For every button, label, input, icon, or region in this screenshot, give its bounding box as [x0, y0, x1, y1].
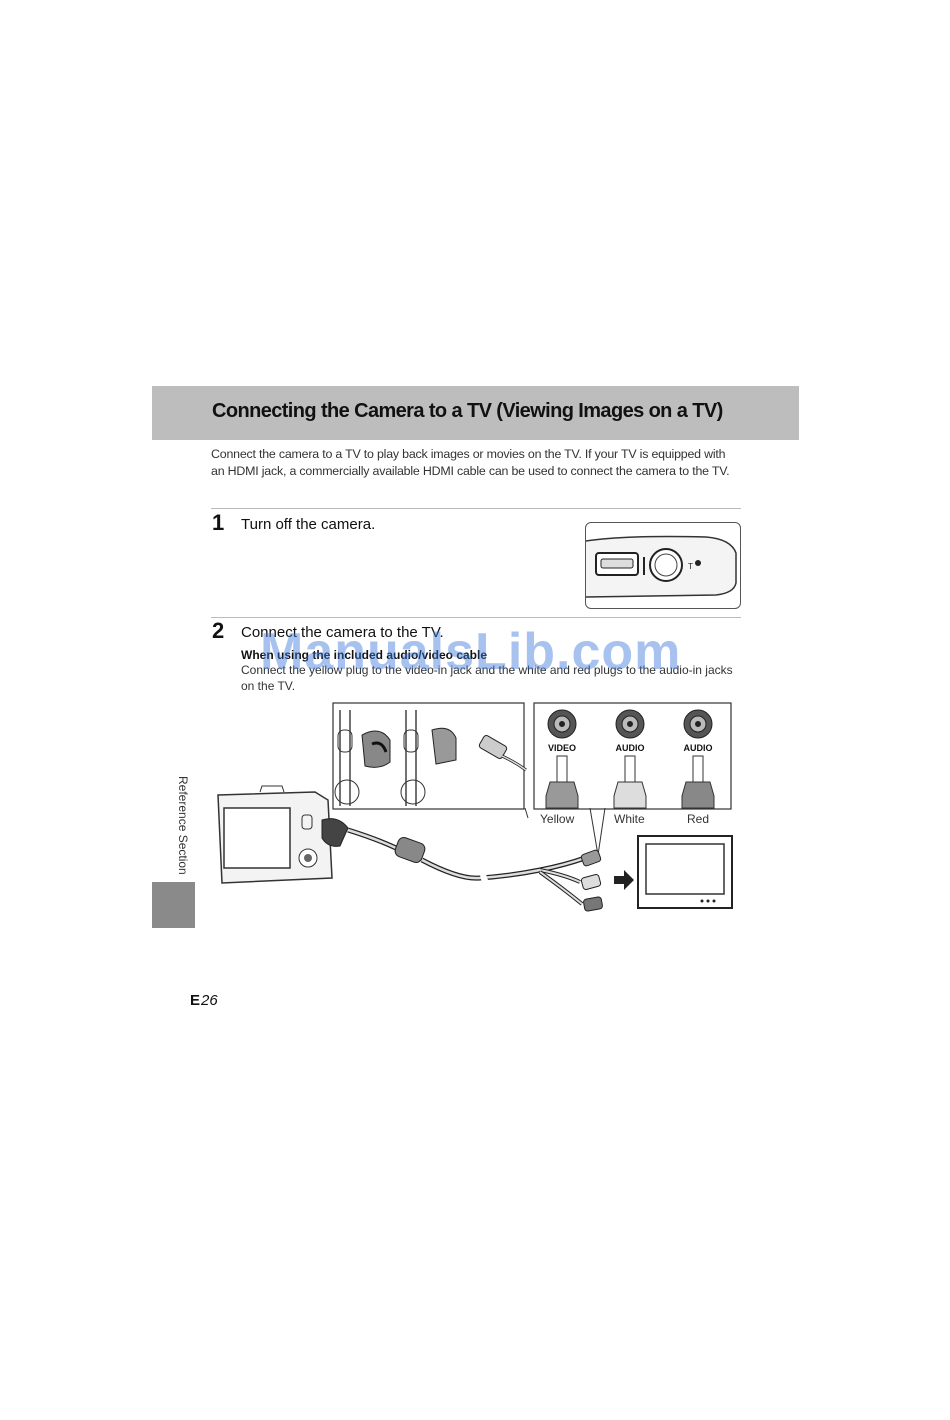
- jack-label-audio-1: AUDIO: [616, 743, 645, 753]
- section-header: Connecting the Camera to a TV (Viewing I…: [152, 386, 799, 440]
- side-section-tab: [152, 882, 195, 928]
- step-1-text: Turn off the camera.: [241, 516, 376, 533]
- step-2-text: Connect the camera to the TV.: [241, 624, 444, 641]
- divider: [211, 617, 741, 618]
- jack-label-audio-2: AUDIO: [684, 743, 713, 753]
- plug-label-yellow: Yellow: [540, 812, 575, 826]
- side-section-label: Reference Section: [176, 776, 190, 875]
- plug-label-white: White: [614, 812, 645, 826]
- tv-illustration: [637, 835, 733, 909]
- camera-connector-inset: [332, 702, 527, 810]
- camera-port-illustration: T: [585, 522, 741, 609]
- divider: [211, 508, 741, 509]
- watermark: ManualsLib.com: [260, 623, 682, 681]
- audio-jack-white: AUDIO: [613, 709, 647, 809]
- page-number: E26: [190, 992, 218, 1009]
- intro-paragraph: Connect the camera to a TV to play back …: [211, 447, 730, 478]
- page-title: Connecting the Camera to a TV (Viewing I…: [212, 400, 723, 422]
- page-number-value: 26: [201, 992, 218, 1009]
- arrow-right-icon: [614, 870, 634, 890]
- subsection-text: Connect the yellow plug to the video-in …: [241, 663, 733, 693]
- reference-section-icon: E: [190, 992, 201, 1009]
- jack-label-video: VIDEO: [548, 743, 576, 753]
- tv-jack-inset: VIDEO AUDIO AUDIO: [533, 702, 732, 810]
- video-jack: VIDEO: [545, 709, 579, 809]
- subsection-title: When using the included audio/video cabl…: [241, 648, 488, 662]
- svg-text:T: T: [688, 562, 693, 571]
- step-1-number: 1: [212, 510, 225, 535]
- rca-plugs: [580, 849, 603, 912]
- connection-diagram: VIDEO AUDIO AUDIO: [217, 702, 733, 912]
- camera-illustration: [217, 785, 349, 884]
- step-2-number: 2: [212, 618, 225, 643]
- audio-jack-red: AUDIO: [681, 709, 715, 809]
- plug-label-red: Red: [687, 812, 710, 826]
